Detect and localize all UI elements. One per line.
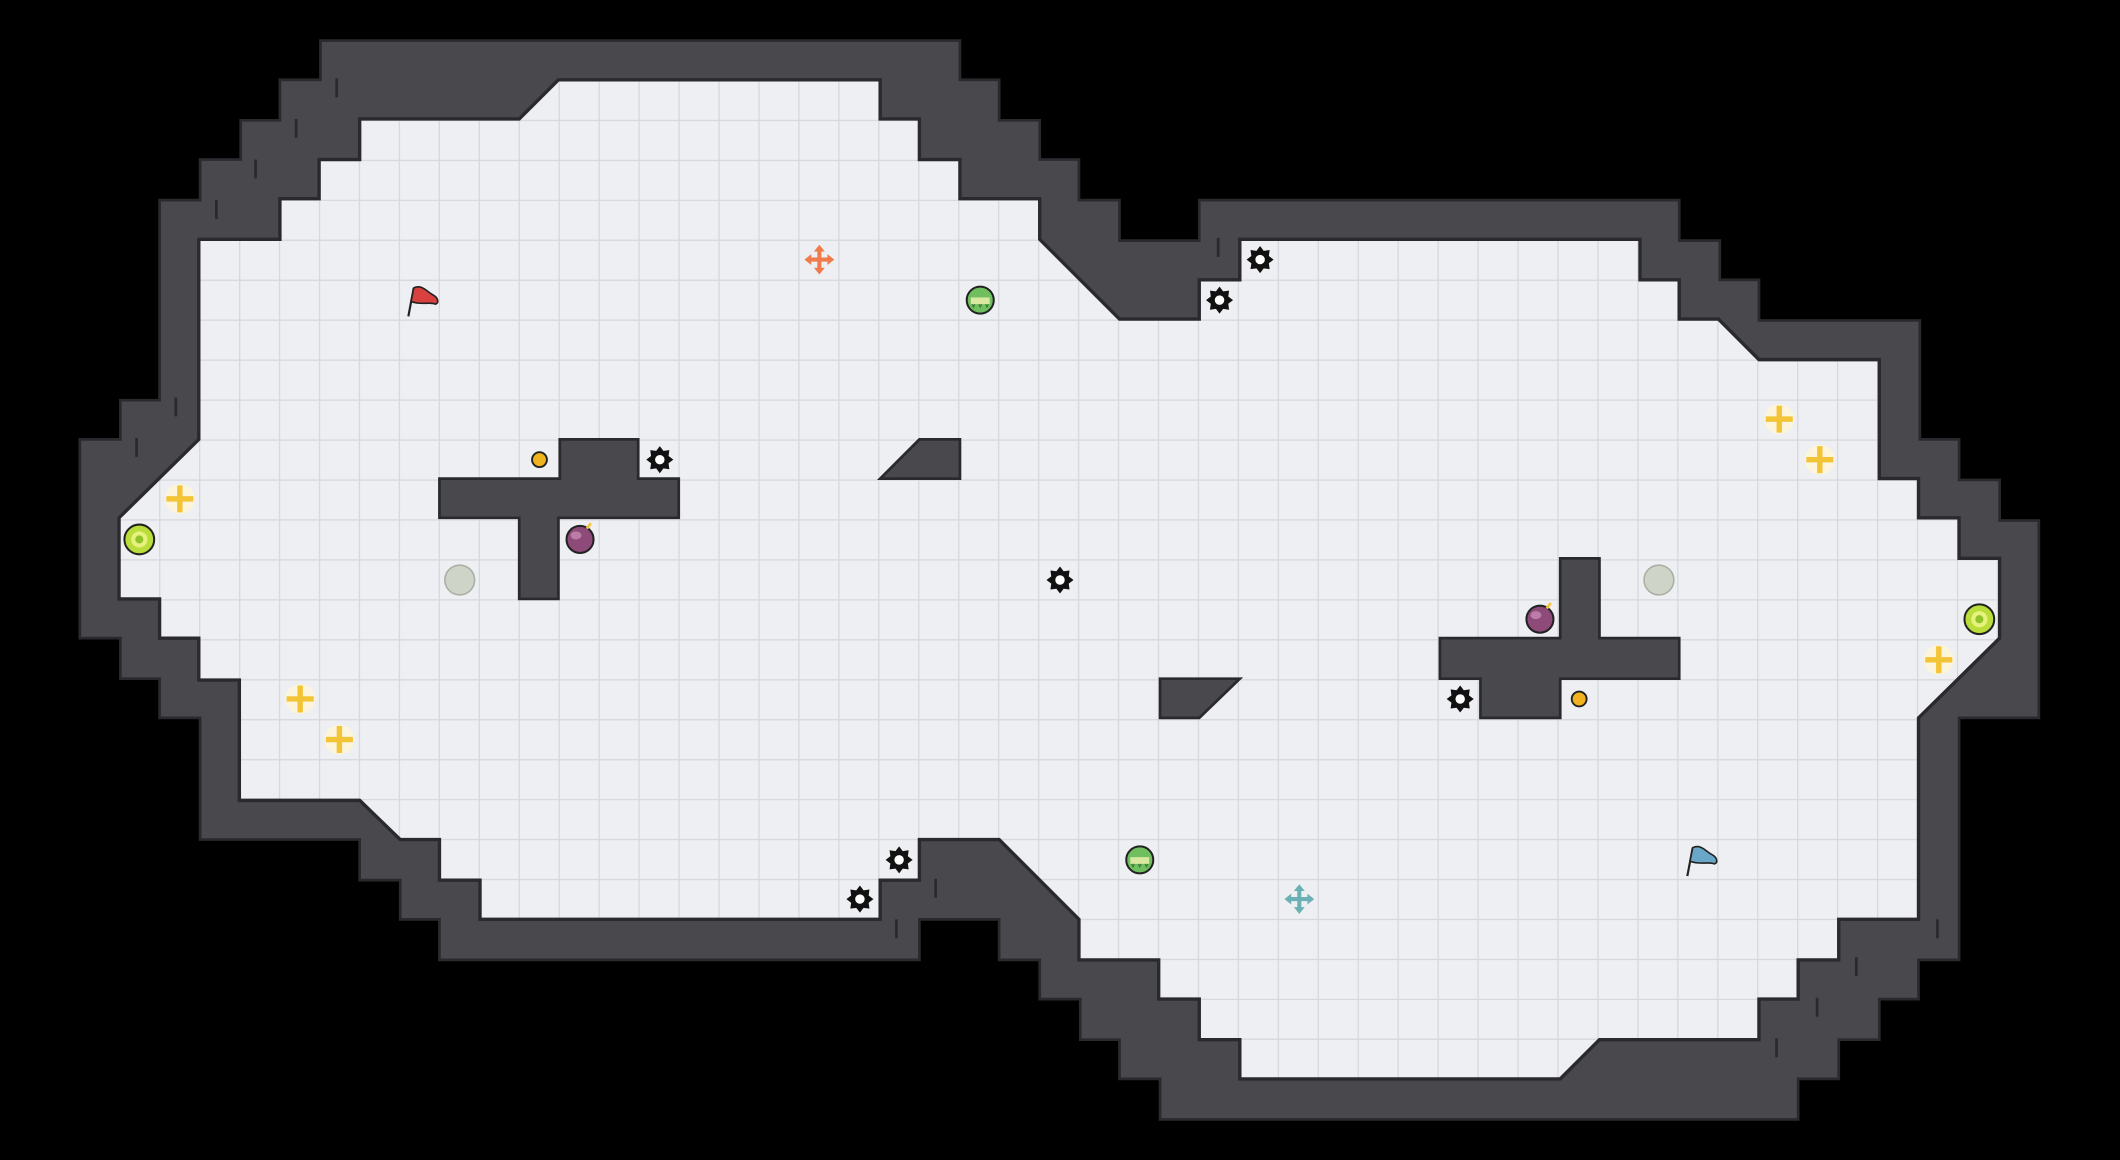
boost-cross-icon — [1923, 644, 1954, 675]
gate-icon — [965, 285, 995, 315]
move-arrows-icon — [804, 244, 835, 275]
spike-icon — [1446, 685, 1474, 713]
flag-icon — [1686, 845, 1718, 877]
boost-cross-icon — [1804, 444, 1835, 475]
flag-icon — [407, 286, 439, 317]
wall-obstacle — [1438, 557, 1681, 720]
wall-obstacle — [876, 438, 962, 480]
spike-icon — [646, 446, 674, 474]
spike-icon — [885, 846, 913, 874]
powerup-icon — [123, 523, 156, 556]
spike-icon — [1246, 246, 1274, 274]
obstacle-layer — [438, 438, 1681, 720]
boost-cross-icon — [164, 484, 195, 514]
spike-icon — [1206, 286, 1234, 314]
portal-icon — [444, 564, 476, 596]
boost-cross-icon — [285, 684, 316, 714]
bomb-icon — [565, 522, 595, 554]
powerup-icon — [1963, 603, 1996, 636]
boost-cross-icon — [1764, 404, 1795, 434]
wall-obstacle — [1158, 677, 1244, 720]
move-arrows-icon — [1284, 884, 1315, 914]
boost-cross-icon — [324, 724, 355, 755]
bomb-icon — [1525, 602, 1555, 634]
spike-icon — [846, 885, 874, 913]
portal-icon — [1643, 564, 1675, 596]
entity-layer — [123, 244, 1996, 914]
button-icon — [1570, 690, 1588, 708]
spike-icon — [1046, 566, 1074, 594]
floor-edge — [117, 78, 2002, 1081]
wall-obstacle — [438, 438, 681, 601]
button-icon — [531, 451, 548, 469]
gate-icon — [1125, 845, 1155, 875]
